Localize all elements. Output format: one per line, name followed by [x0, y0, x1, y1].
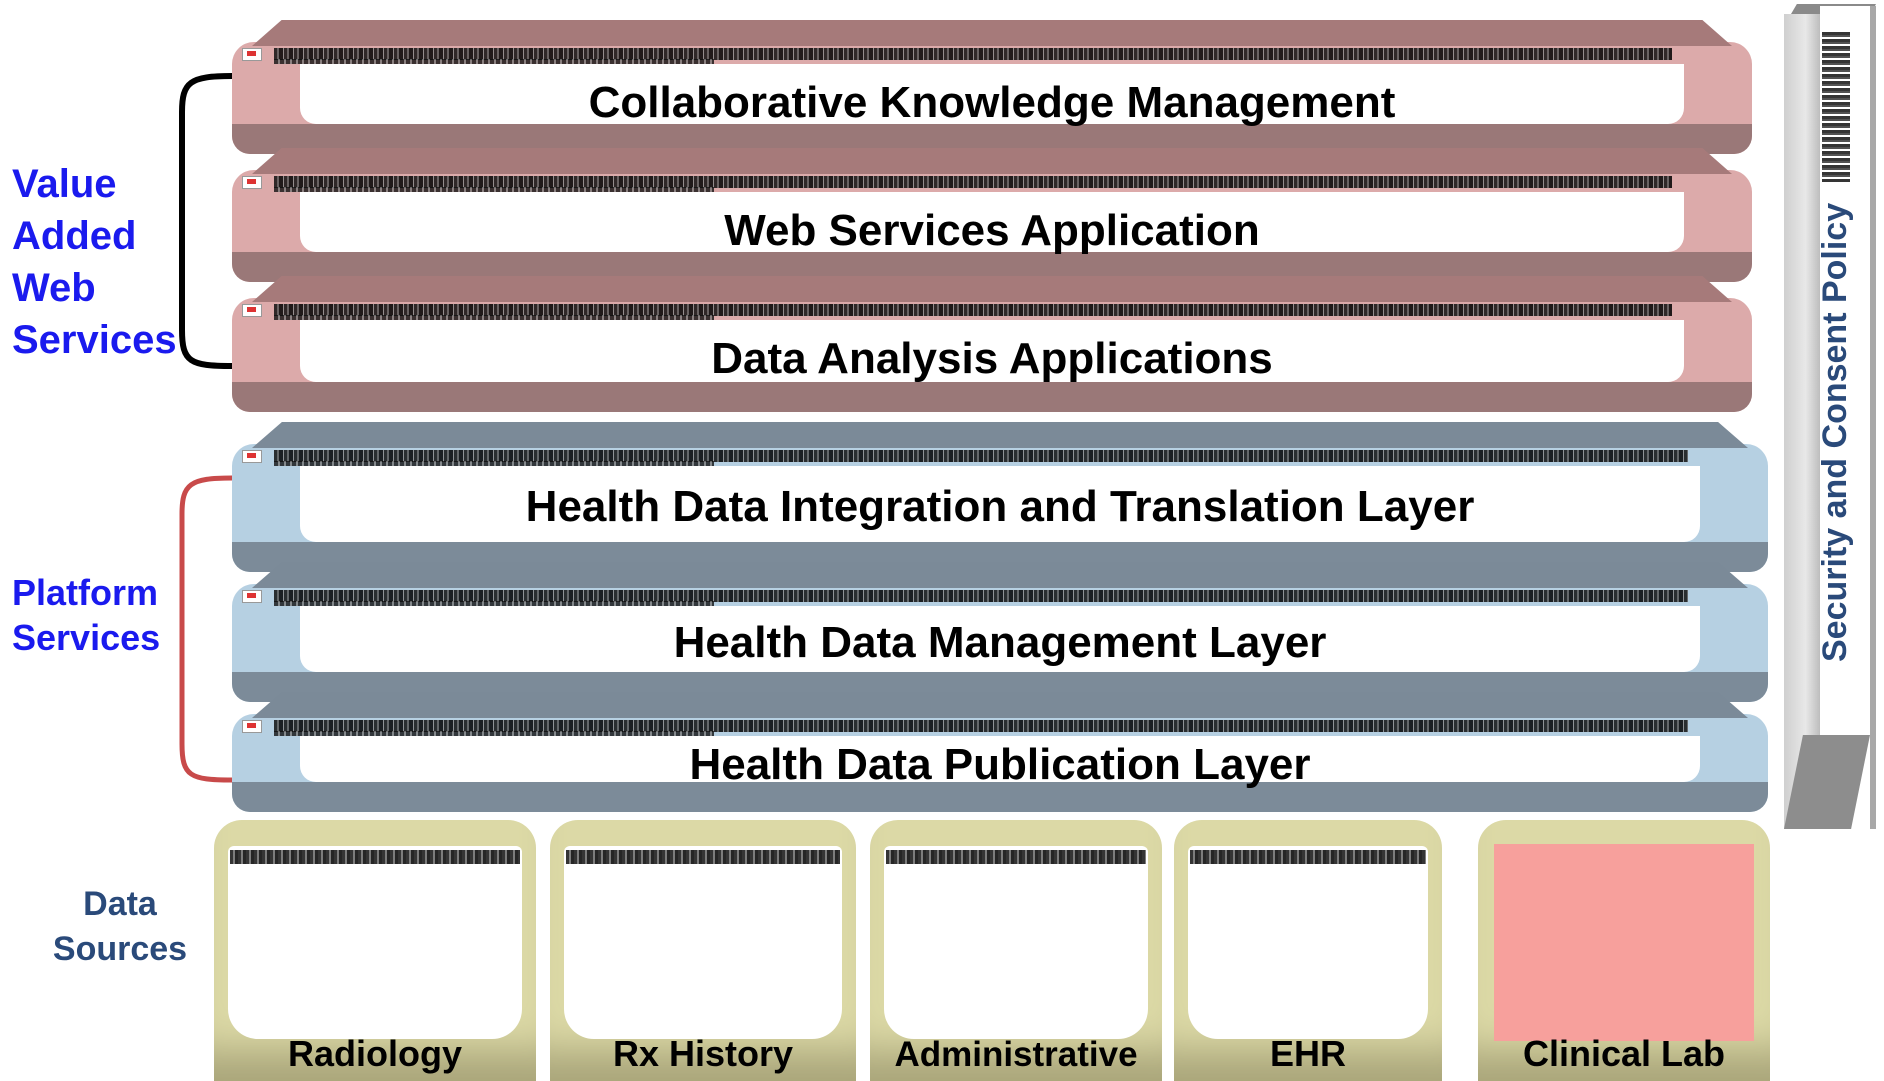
platform-bracket	[179, 475, 233, 783]
source-window	[228, 846, 522, 1039]
garbled-text-strip	[274, 176, 1672, 188]
source-window	[1188, 846, 1428, 1039]
source-label: Radiology	[287, 1033, 462, 1074]
source-clinical-lab: Clinical Lab	[1478, 820, 1770, 1081]
source-label: EHR	[1269, 1033, 1346, 1074]
layer-health-data-management: Health Data Management Layer	[232, 562, 1768, 702]
layer-bottom-edge	[232, 782, 1768, 812]
garbled-text-strip	[566, 850, 840, 864]
garbled-text-strip	[274, 187, 714, 192]
garbled-text-strip	[274, 461, 714, 466]
layer-health-data-publication: Health Data Publication Layer	[232, 692, 1768, 812]
source-window	[564, 846, 842, 1039]
garbled-text-strip	[230, 850, 520, 864]
layer-face	[300, 64, 1684, 124]
source-label: Administrative	[894, 1035, 1138, 1074]
layer-top-edge	[252, 422, 1748, 448]
layer-top-edge	[252, 562, 1748, 588]
layer-bottom-edge	[232, 382, 1752, 412]
layer-face	[300, 466, 1700, 542]
broken-image-icon	[242, 48, 262, 61]
layer-health-data-integration-and-translation: Health Data Integration and Translation …	[232, 422, 1768, 572]
source-ehr: EHR	[1174, 820, 1442, 1081]
layer-face	[300, 320, 1684, 382]
garbled-text-strip	[274, 590, 1688, 602]
layer-web-services-application: Web Services Application	[232, 148, 1752, 282]
source-radiology: Radiology	[214, 820, 536, 1081]
label-line: Web	[12, 266, 96, 310]
broken-image-icon	[242, 304, 262, 317]
garbled-text-strip	[274, 731, 714, 736]
garbled-text-strip	[274, 304, 1672, 316]
broken-image-icon	[242, 176, 262, 189]
value-added-web-services-label: Value Added Web Services	[12, 158, 177, 366]
platform-services-label: Platform Services	[12, 570, 160, 660]
broken-image-icon	[242, 450, 262, 463]
source-label: Clinical Lab	[1522, 1033, 1726, 1074]
layer-title: Health Data Management Layer	[673, 618, 1327, 667]
layer-top-edge	[252, 148, 1732, 174]
garbled-text-strip	[1822, 32, 1850, 182]
layer-title: Web Services Application	[724, 206, 1260, 255]
garbled-text-strip	[274, 48, 1672, 60]
label-line: Data	[83, 885, 157, 923]
source-window	[884, 846, 1148, 1039]
garbled-text-strip	[1190, 850, 1426, 864]
garbled-text-strip	[274, 601, 714, 606]
layer-collaborative-knowledge-management: Collaborative Knowledge Management	[232, 20, 1752, 154]
garbled-text-strip	[886, 850, 1146, 864]
label-line: Sources	[52, 930, 188, 968]
layer-title: Data Analysis Applications	[711, 334, 1273, 383]
data-sources-label: Data Sources	[40, 882, 200, 972]
garbled-text-strip	[274, 720, 1688, 732]
layer-face	[300, 192, 1684, 252]
broken-image-icon	[242, 720, 262, 733]
label-line: Services	[12, 318, 177, 362]
garbled-text-strip	[274, 450, 1688, 462]
layer-data-analysis-applications: Data Analysis Applications	[232, 276, 1752, 412]
layer-face	[300, 606, 1700, 672]
broken-image-icon	[242, 590, 262, 603]
label-line: Platform	[12, 572, 159, 613]
layer-title: Health Data Integration and Translation …	[525, 482, 1475, 531]
security-pillar	[1784, 14, 1820, 829]
garbled-text-strip	[274, 315, 714, 320]
source-label: Rx History	[612, 1033, 794, 1074]
garbled-text-strip	[274, 59, 714, 64]
label-line: Value	[12, 162, 117, 206]
label-line: Added	[12, 214, 137, 258]
label-line: Services	[12, 617, 161, 658]
clinical-lab-fill	[1494, 844, 1754, 1041]
source-rx-history: Rx History	[550, 820, 856, 1081]
layer-title: Collaborative Knowledge Management	[588, 78, 1396, 127]
security-and-consent-policy-label: Security and Consent Policy	[1816, 202, 1854, 662]
layer-top-edge	[252, 20, 1732, 46]
layer-title: Health Data Publication Layer	[689, 740, 1311, 789]
layer-face	[300, 736, 1700, 782]
layer-top-edge	[252, 692, 1748, 718]
layer-top-edge	[252, 276, 1732, 302]
value-added-bracket	[179, 73, 233, 369]
source-administrative: Administrative	[870, 820, 1162, 1081]
